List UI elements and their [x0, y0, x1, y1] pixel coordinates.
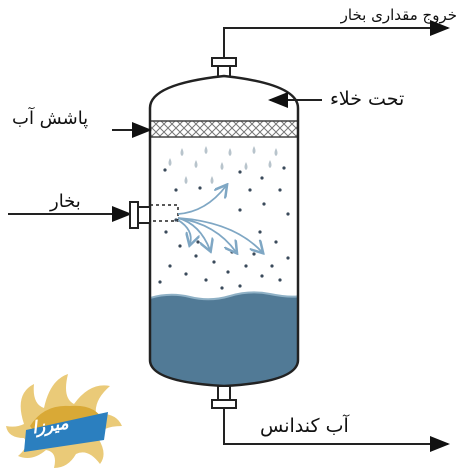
water-droplets — [168, 146, 278, 184]
steam-flow-arrows — [177, 186, 262, 252]
steam-inlet-nozzle — [8, 201, 179, 229]
vacuum-label: تحت خلاء — [330, 88, 405, 110]
spray-particles — [158, 166, 290, 290]
condensate-water — [150, 292, 298, 386]
steam-outlet-label: خروج مقداری بخار — [340, 6, 457, 24]
splash-logo-icon — [6, 374, 122, 468]
water-spray-label: پاشش آب — [12, 108, 89, 129]
condensate-outlet — [211, 385, 450, 452]
steam-inlet-label: بخار — [50, 191, 81, 212]
vessel-interior — [150, 76, 298, 386]
label-pointers — [112, 92, 322, 138]
vessel-shell — [148, 74, 300, 388]
mesh-pad — [150, 120, 298, 138]
brand-logo: میرزا — [4, 364, 124, 472]
top-outlet-pipe — [211, 20, 450, 79]
condensate-label: آب کندانس — [260, 415, 349, 437]
